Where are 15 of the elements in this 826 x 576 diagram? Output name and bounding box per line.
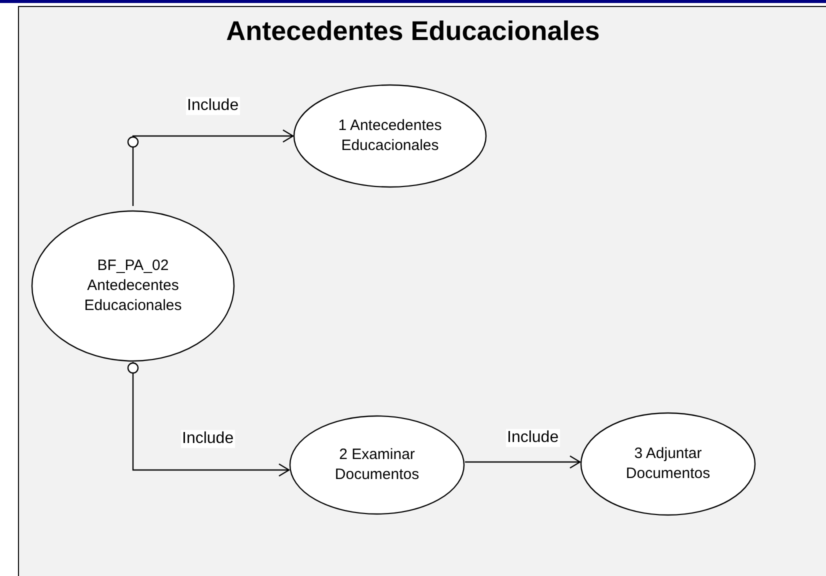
use-case-name: BF_PA_02 Antedecentes Educacionales bbox=[83, 256, 183, 316]
include-arrow bbox=[465, 455, 581, 469]
include-arrow bbox=[127, 362, 290, 477]
edge-label: Include bbox=[506, 429, 560, 447]
use-case-name: 3 Adjuntar Documentos bbox=[624, 444, 712, 484]
use-case-ellipse bbox=[293, 84, 487, 188]
use-case-ellipse bbox=[580, 412, 756, 516]
use-case-name: 1 Antecedentes Educacionales bbox=[337, 116, 443, 156]
edge-label: Include bbox=[186, 97, 240, 115]
use-case-name: 2 Examinar Documentos bbox=[334, 445, 420, 485]
title: Antecedentes Educacionales bbox=[225, 16, 601, 47]
edge-label: Include bbox=[181, 430, 235, 448]
use-case-ellipse bbox=[289, 415, 465, 515]
use-case-ellipse bbox=[31, 210, 235, 362]
include-arrow bbox=[127, 130, 293, 206]
